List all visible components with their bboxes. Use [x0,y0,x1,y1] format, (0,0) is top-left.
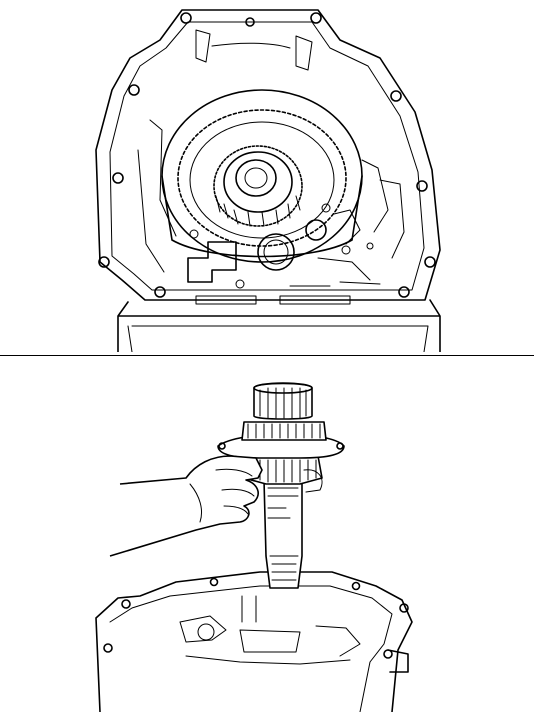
top-gear [253,382,313,420]
case-port-large [257,233,295,271]
case-dowel-pins [189,203,374,289]
lower-case-rim [127,325,429,352]
clutch-ring-splined [177,109,347,247]
gear-hub [235,159,277,197]
case-port-small [305,219,327,241]
hand-fingers [189,468,255,523]
gear-bore [244,167,268,189]
housing-inner-flange [109,21,425,291]
transmission-case-inner-wall [109,585,393,712]
clutch-drum-side [161,175,363,258]
case-interior-boss [197,623,215,641]
case-passage-upper [195,29,313,71]
lower-case-body [117,299,441,352]
top-illustration-panel [0,0,560,352]
case-bracket-left [187,241,237,283]
housing-outer-flange [95,9,441,301]
case-ribs-left [137,119,177,273]
flange-bolt-holes [98,12,436,298]
hand-thumb [303,469,323,493]
transmission-case-outline [95,571,413,712]
case-right-lug [387,649,409,673]
shaft-removal-drawing [95,382,413,712]
bottom-illustration-panel [0,360,560,712]
clutch-ring-inner [189,121,335,239]
lower-case-slot [195,295,257,305]
case-housing-drawing [95,9,441,352]
shaft-splines [267,487,299,581]
case-interior-features [179,595,361,665]
upper-gear [241,421,327,441]
gear-outer [213,145,303,227]
panel-divider [0,355,534,356]
case-passage-right [289,159,405,287]
gear-teeth-band [215,195,301,227]
gear-middle [223,151,293,213]
clutch-drum-outer [161,89,363,263]
gripping-hand [109,455,263,557]
